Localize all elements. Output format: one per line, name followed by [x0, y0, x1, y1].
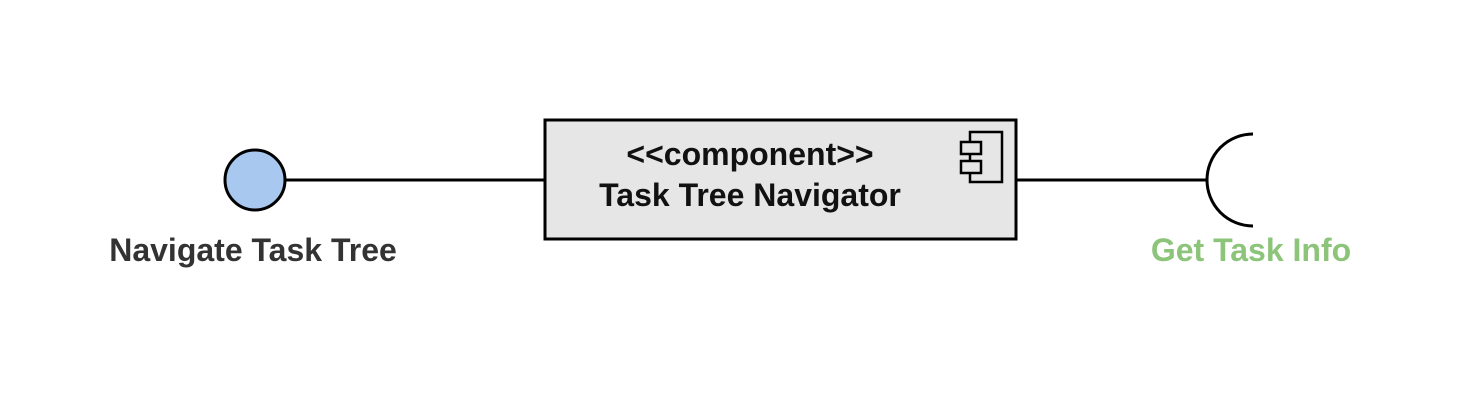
required-interface-socket[interactable]	[1205, 132, 1254, 228]
required-interface-label: Get Task Info	[1151, 232, 1351, 268]
provided-interface-circle[interactable]	[223, 148, 287, 212]
component-stereotype: <<component>>	[626, 136, 873, 172]
component-name: Task Tree Navigator	[599, 177, 901, 213]
provided-interface-label: Navigate Task Tree	[109, 232, 397, 268]
component-box[interactable]	[543, 118, 1018, 241]
component-icon	[959, 130, 1004, 184]
